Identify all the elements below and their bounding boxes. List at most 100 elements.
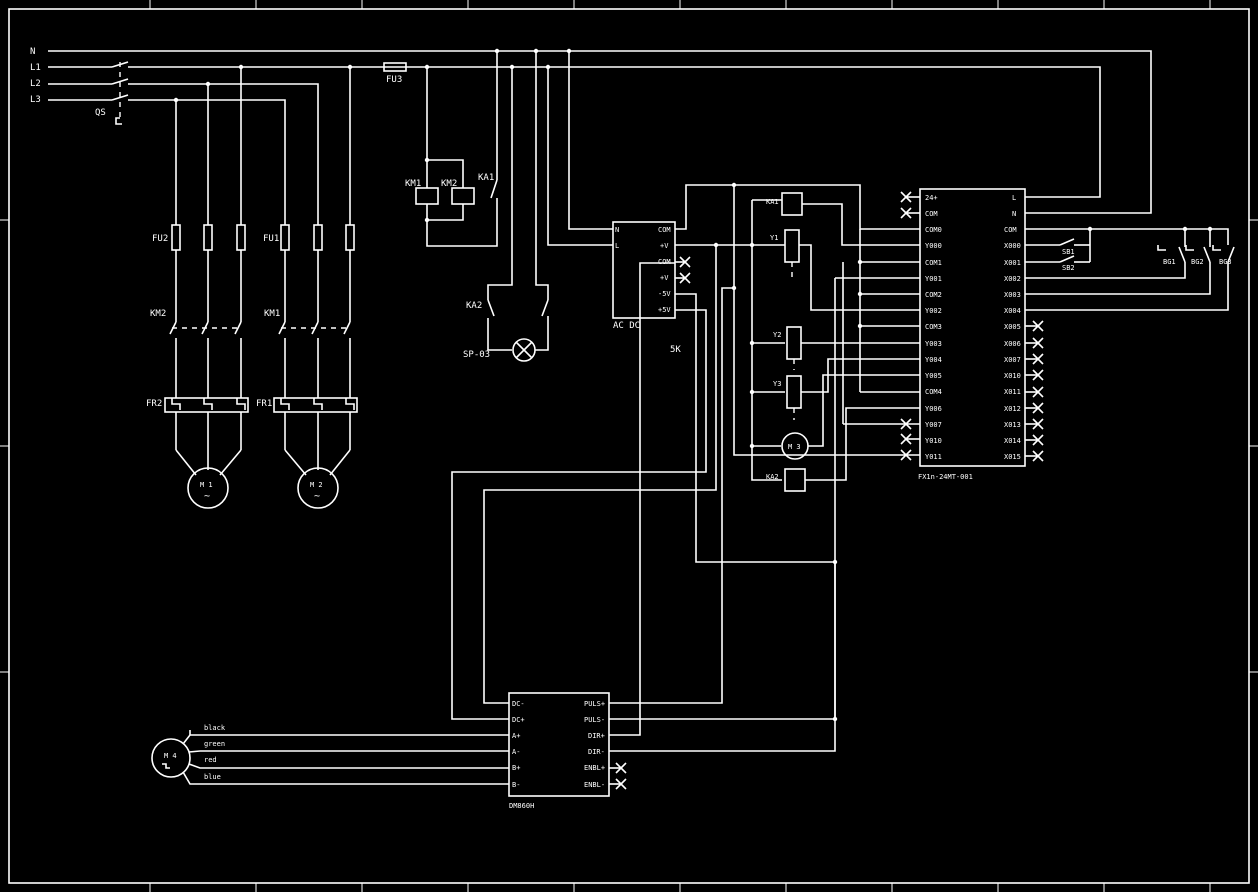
coil-ka2 (784, 468, 806, 492)
driver-pin: A+ (512, 732, 520, 740)
plc-box (919, 188, 1026, 467)
plc-pin: Y000 (925, 242, 942, 250)
psu-unused-terminals (675, 256, 691, 284)
thermal-relay-label-fr2: FR2 (146, 399, 162, 409)
plc-pin: COM3 (925, 323, 942, 331)
plc-pin: Y001 (925, 275, 942, 283)
plc-pin: X004 (1004, 307, 1021, 315)
switch-label-bg1: BG1 (1163, 258, 1176, 266)
psu-pin-v-1: +V (660, 242, 669, 250)
driver-pin: B- (512, 781, 520, 789)
valve-y3 (786, 375, 802, 409)
switch-label-bg2: BG2 (1191, 258, 1204, 266)
plc-pin: X001 (1004, 259, 1021, 267)
fuse-fu1-a (280, 224, 290, 251)
plc-pin: X003 (1004, 291, 1021, 299)
motor-ac-symbol-m1: ~ (204, 491, 210, 502)
plc-pin: Y010 (925, 437, 942, 445)
motor-label-m1: M 1 (200, 481, 213, 489)
plc-pin: Y004 (925, 356, 942, 364)
plc-pin: COM4 (925, 388, 942, 396)
plc-pin: Y006 (925, 405, 942, 413)
coil-label-km2: KM2 (441, 179, 457, 189)
line-label-l3: L3 (30, 95, 41, 105)
power-supply: N L COM +V COM +V -5V +5V AC DC 5K (547, 51, 691, 355)
psu-pin-neg5v: -5V (658, 290, 671, 298)
thermal-relay-fr2 (164, 397, 249, 413)
plc-pin: Y011 (925, 453, 942, 461)
driver-box (508, 692, 610, 797)
psu-pin-v-2: +V (660, 274, 669, 282)
valve-label-y3: Y3 (773, 380, 781, 388)
psu-caption: AC DC (613, 321, 640, 331)
plc-pin: X002 (1004, 275, 1021, 283)
plc: FX1n-24MT-001 24+ COM COM0 Y000 COM1 Y00… (898, 188, 1044, 481)
valve-label-y1: Y1 (770, 234, 778, 242)
plc-pin: COM (925, 210, 938, 218)
psu-pin-l: L (615, 242, 619, 250)
input-switches: SB1 SB2 BG1 BG2 BG3 (1025, 226, 1235, 311)
driver-pin: ENBL- (584, 781, 605, 789)
plc-pin: Y005 (925, 372, 942, 380)
relay-contact-label-ka2: KA2 (466, 301, 482, 311)
plc-pin: Y007 (925, 421, 942, 429)
plc-pin: 24+ (925, 194, 938, 202)
indicator-label: SP-03 (463, 350, 490, 360)
plc-unused-right (1025, 320, 1044, 462)
plc-pin: Y003 (925, 340, 942, 348)
driver-pin: B+ (512, 764, 520, 772)
fuse-fu2-c (236, 224, 246, 251)
power-supply-box (612, 221, 676, 319)
plc-pin: X000 (1004, 242, 1021, 250)
plc-left-pins: 24+ COM COM0 Y000 COM1 Y001 COM2 Y002 CO… (925, 194, 942, 461)
plc-pin: L (1012, 194, 1016, 202)
plc-pin: X013 (1004, 421, 1021, 429)
plc-pin: X010 (1004, 372, 1021, 380)
driver-pin: PULS- (584, 716, 605, 724)
driver-pin: DIR+ (588, 732, 605, 740)
contactor-label-km1: KM1 (264, 309, 280, 319)
coil-km1 (415, 187, 439, 205)
plc-model: FX1n-24MT-001 (918, 473, 973, 481)
coil-label-km1: KM1 (405, 179, 421, 189)
plc-pin: X011 (1004, 388, 1021, 396)
wire-label-blue: blue (204, 773, 221, 781)
output-loads: KA1 Y1 Y2 Y3 M 3 KA2 (675, 182, 898, 719)
valve-label-y2: Y2 (773, 331, 781, 339)
coil-ka1 (781, 192, 803, 216)
plc-pin: X012 (1004, 405, 1021, 413)
coil-label-ka1: KA1 (766, 198, 779, 206)
motor-label-m3: M 3 (788, 443, 801, 451)
fuse-fu1-b (313, 224, 323, 251)
fuse-label-fu3: FU3 (386, 75, 402, 85)
line-label-l1: L1 (30, 63, 41, 73)
psu-pin-pos5v: +5V (658, 306, 671, 314)
plc-pin: X015 (1004, 453, 1021, 461)
motor-label-m4: M 4 (164, 752, 177, 760)
coil-km2 (451, 187, 475, 205)
psu-pin-com-1: COM (658, 226, 671, 234)
line-label-l2: L2 (30, 79, 41, 89)
driver-model: DM860H (509, 802, 534, 810)
motor-branch-2: FU1 KM1 FR1 M 2 ~ (256, 67, 358, 509)
switch-label-sb2: SB2 (1062, 264, 1075, 272)
line-label-n: N (30, 47, 35, 57)
resistor-label: 5K (670, 345, 681, 355)
driver-pin: ENBL+ (584, 764, 605, 772)
valve-y1 (784, 229, 800, 263)
switch-label-qs: QS (95, 108, 106, 118)
fuse-label-fu1: FU1 (263, 234, 279, 244)
plc-pin: X007 (1004, 356, 1021, 364)
thermal-relay-fr1 (273, 397, 358, 413)
relay-contact-label-ka1: KA1 (478, 173, 494, 183)
plc-right-pins: L N COM X000 X001 X002 X003 X004 X005 X0… (1004, 194, 1021, 461)
valve-y2 (786, 326, 802, 360)
switch-label-sb1: SB1 (1062, 248, 1075, 256)
thermal-relay-label-fr1: FR1 (256, 399, 272, 409)
psu-pin-n: N (615, 226, 619, 234)
psu-pin-com-2: COM (658, 258, 671, 266)
plc-pin: COM (1004, 226, 1017, 234)
stepper-motor: M 4 black green red blue (151, 724, 509, 785)
